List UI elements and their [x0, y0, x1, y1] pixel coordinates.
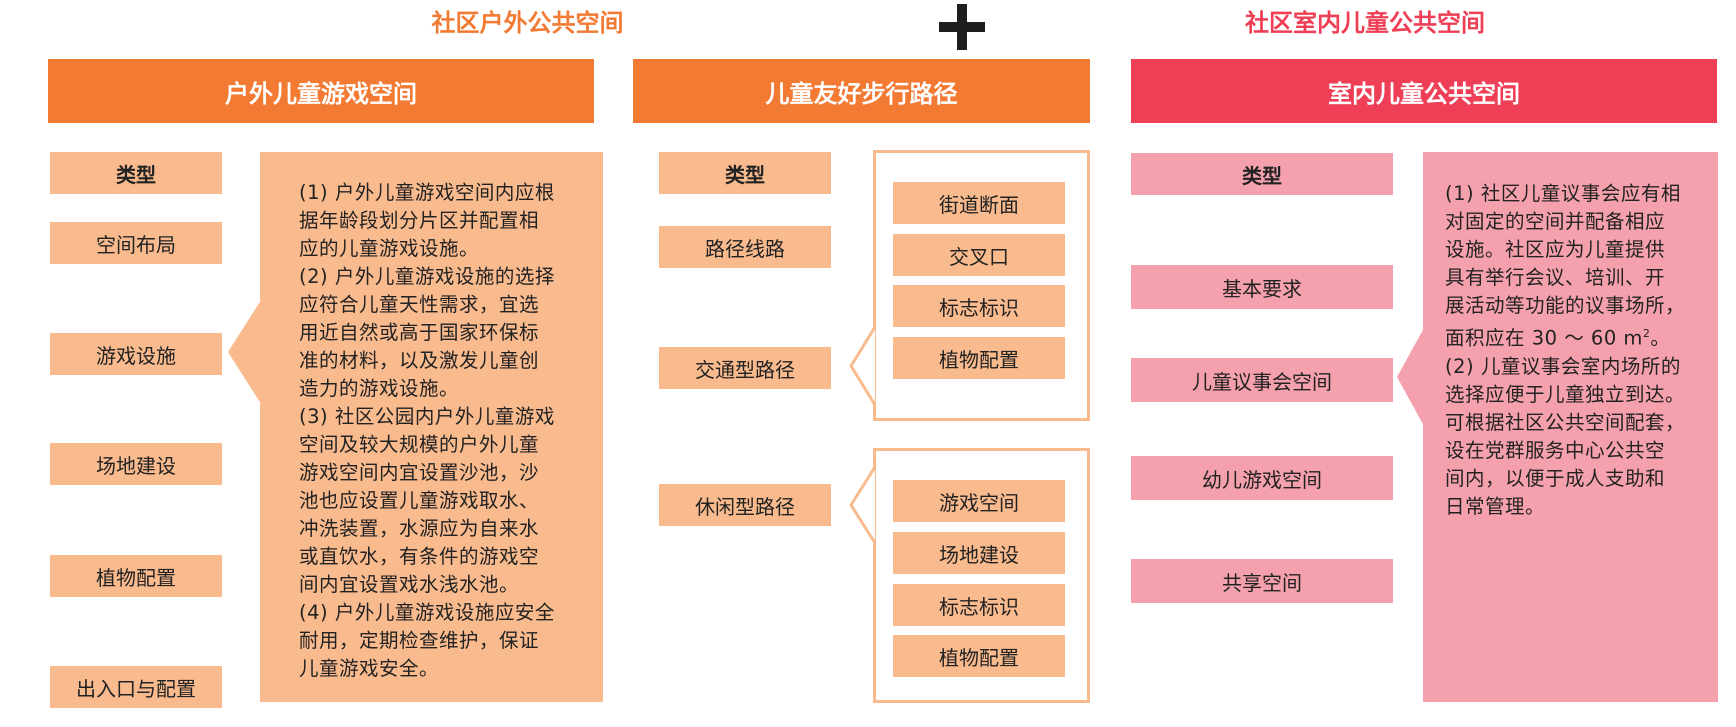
indoor-type-item: 儿童议事会空间	[1131, 358, 1393, 402]
area-unit-superscript: 2	[1642, 327, 1651, 340]
traffic-item: 标志标识	[893, 285, 1065, 327]
outdoor-play-space-header: 户外儿童游戏空间	[48, 59, 594, 123]
col1-type-item: 植物配置	[50, 555, 222, 597]
traffic-item: 植物配置	[893, 337, 1065, 379]
indoor-space-header: 室内儿童公共空间	[1131, 59, 1717, 123]
col1-type-item: 出入口与配置	[50, 666, 222, 708]
col2-type-label: 类型	[659, 152, 831, 194]
indoor-description-text: (1) 社区儿童议事会应有相 对固定的空间并配备相应 设施。社区应为儿童提供 具…	[1445, 180, 1711, 521]
leisure-item: 场地建设	[893, 532, 1065, 574]
indoor-type-item: 幼儿游戏空间	[1131, 456, 1393, 500]
leisure-item: 游戏空间	[893, 480, 1065, 522]
plus-icon	[939, 4, 985, 50]
route-label: 路径线路	[659, 226, 831, 268]
indoor-description-box: (1) 社区儿童议事会应有相 对固定的空间并配备相应 设施。社区应为儿童提供 具…	[1423, 152, 1718, 702]
indoor-type-item: 基本要求	[1131, 265, 1393, 309]
col1-type-item: 场地建设	[50, 443, 222, 485]
col1-type-item: 空间布局	[50, 222, 222, 264]
indoor-section-title: 社区室内儿童公共空间	[1245, 9, 1485, 37]
outdoor-section-title: 社区户外公共空间	[431, 9, 624, 37]
col1-type-item: 游戏设施	[50, 333, 222, 375]
col1-type-label: 类型	[50, 152, 222, 194]
col1-description-text: (1) 户外儿童游戏空间内应根 据年龄段划分片区并配置相 应的儿童游戏设施。 (…	[299, 181, 555, 680]
col1-description-box: (1) 户外儿童游戏空间内应根 据年龄段划分片区并配置相 应的儿童游戏设施。 (…	[260, 152, 603, 702]
indoor-description-part1: (1) 社区儿童议事会应有相 对固定的空间并配备相应 设施。社区应为儿童提供 具…	[1445, 182, 1686, 350]
traffic-path-label: 交通型路径	[659, 347, 831, 389]
leisure-path-label: 休闲型路径	[659, 484, 831, 526]
traffic-item: 交叉口	[893, 234, 1065, 276]
traffic-item: 街道断面	[893, 182, 1065, 224]
walking-path-header: 儿童友好步行路径	[633, 59, 1090, 123]
indoor-type-item: 共享空间	[1131, 559, 1393, 603]
indoor-description-part2: 。 (2) 儿童议事会室内场所的 选择应便于儿童独立到达。 可根据社区公共空间配…	[1445, 326, 1686, 518]
leisure-item: 植物配置	[893, 635, 1065, 677]
leisure-item: 标志标识	[893, 584, 1065, 626]
indoor-type-label: 类型	[1131, 153, 1393, 195]
